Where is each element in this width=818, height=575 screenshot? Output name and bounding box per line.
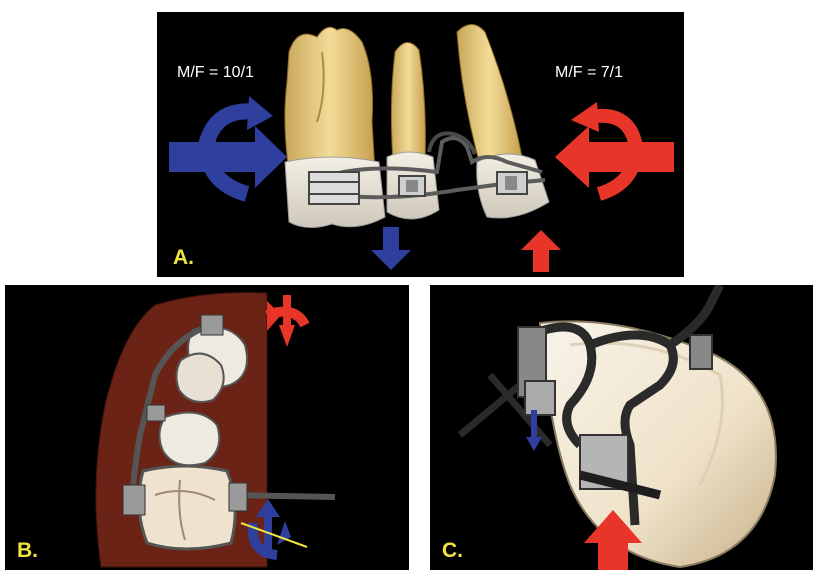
moment-force-ratio-right: M/F = 7/1 (555, 64, 623, 82)
blue-down-arrow (371, 227, 411, 270)
premolar-bracket-1 (399, 176, 425, 196)
occlusal-molar (139, 466, 235, 549)
occlusal-tooth-2 (176, 354, 223, 402)
molar-tube (309, 172, 359, 204)
premolar-bracket-2 (497, 172, 527, 194)
red-rotation-arrow-icon (267, 295, 305, 347)
panel-c: C. (430, 285, 813, 570)
panel-a-illustration (157, 12, 684, 277)
red-force-arrow (555, 126, 674, 188)
occlusal-tooth-3 (159, 413, 219, 466)
panel-c-illustration (430, 285, 813, 570)
moment-force-ratio-left: M/F = 10/1 (177, 64, 254, 82)
panel-c-label: C. (442, 539, 463, 563)
panel-b-illustration (5, 285, 409, 570)
panel-a: M/F = 10/1 M/F = 7/1 A. (157, 12, 684, 277)
panel-a-label: A. (173, 246, 194, 270)
panel-b: B. (5, 285, 409, 570)
panel-b-label: B. (17, 539, 38, 563)
red-up-arrow (521, 230, 561, 272)
